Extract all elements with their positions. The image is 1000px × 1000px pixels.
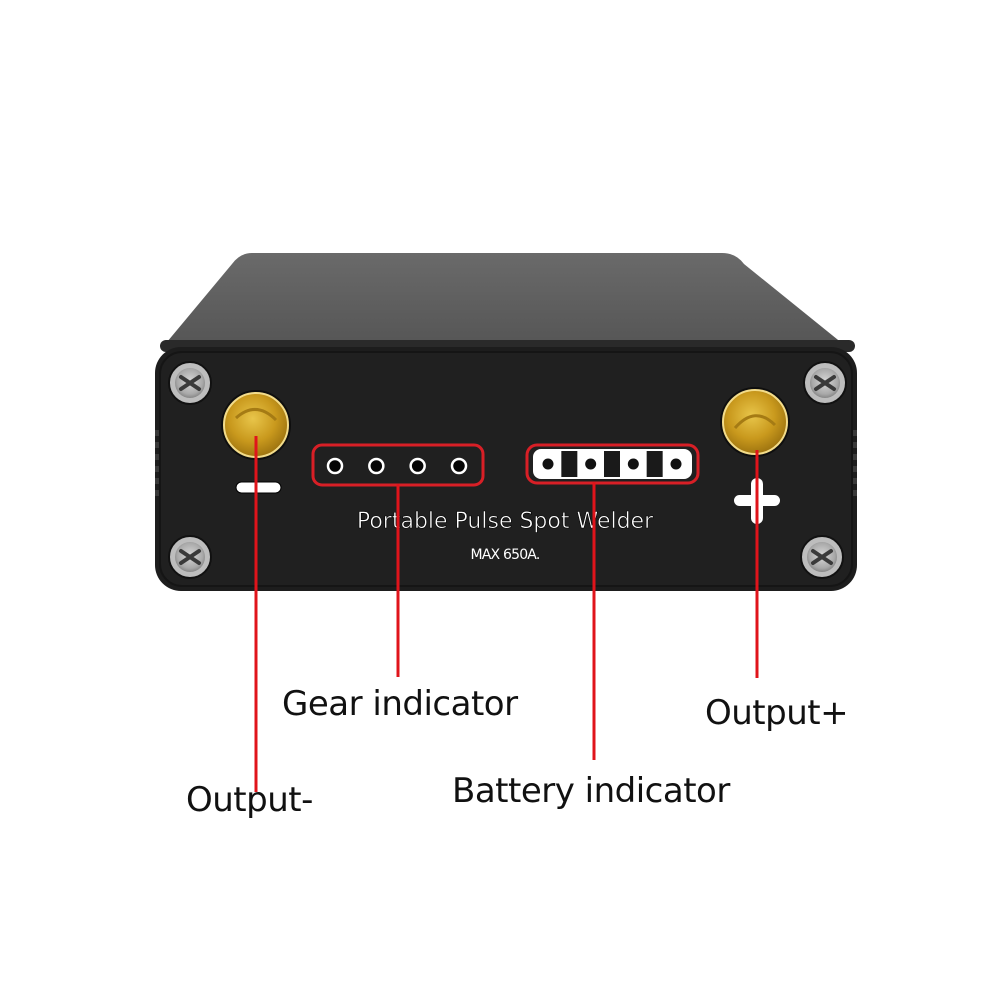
gear-led-2 — [368, 457, 385, 475]
output-plus-terminal — [720, 387, 790, 457]
battery-dot-3 — [627, 458, 639, 470]
battery-dot-1 — [542, 458, 554, 470]
battery-bar-3 — [646, 451, 663, 477]
battery-dot-4 — [670, 458, 682, 470]
side-grip-left — [155, 430, 159, 496]
screw-top-left — [168, 361, 212, 405]
front-panel-inset — [159, 351, 853, 587]
gear-led-4 — [450, 457, 468, 475]
callout-label-output-minus: Output- — [186, 780, 313, 820]
minus-sign-icon — [235, 481, 282, 494]
battery-indicator-marks — [542, 451, 682, 477]
gear-led-3 — [409, 457, 426, 475]
rating-text: MAX 650A. — [470, 547, 539, 563]
battery-dot-2 — [585, 458, 597, 470]
side-grip-right — [853, 430, 857, 496]
gear-indicator-leds — [326, 457, 468, 475]
screw-top-right — [803, 361, 847, 405]
product-name-text: Portable Pulse Spot Welder — [357, 509, 654, 534]
battery-bar-1 — [561, 451, 578, 477]
gear-led-1 — [326, 457, 344, 475]
battery-bar-2 — [604, 451, 620, 477]
housing-lid — [162, 253, 848, 348]
callout-label-battery-indicator: Battery indicator — [452, 771, 730, 811]
screw-bottom-right — [800, 535, 844, 579]
screw-bottom-left — [168, 535, 212, 579]
callout-label-output-plus: Output+ — [705, 693, 849, 733]
output-minus-terminal — [221, 390, 291, 460]
battery-indicator-highlight-box — [525, 443, 700, 485]
callout-label-gear-indicator: Gear indicator — [282, 684, 518, 724]
